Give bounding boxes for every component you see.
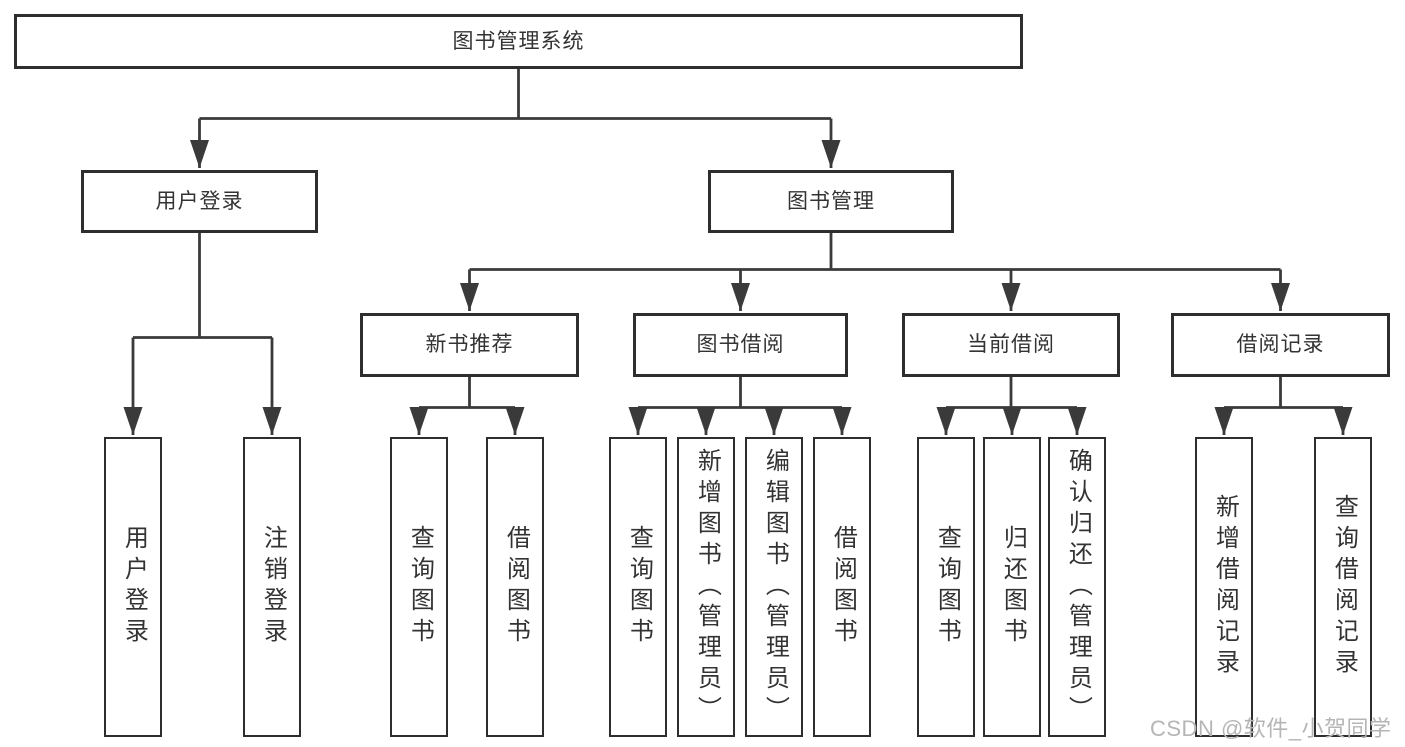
leaf-edit-books-admin: 编辑图书（管理员） — [745, 437, 803, 737]
leaf-logout: 注销登录 — [243, 437, 301, 737]
node-user-login: 用户登录 — [81, 170, 318, 233]
node-library-management-system: 图书管理系统 — [14, 14, 1023, 69]
leaf-borrowing-query-books: 查询图书 — [609, 437, 667, 737]
leaf-borrow-books: 借阅图书 — [813, 437, 871, 737]
node-borrowing-records: 借阅记录 — [1171, 313, 1390, 377]
leaf-recommend-borrow-books: 借阅图书 — [486, 437, 544, 737]
node-new-book-recommend: 新书推荐 — [360, 313, 579, 377]
node-current-borrowing: 当前借阅 — [902, 313, 1120, 377]
leaf-current-query-books: 查询图书 — [917, 437, 975, 737]
leaf-return-books: 归还图书 — [983, 437, 1041, 737]
leaf-confirm-return-admin: 确认归还（管理员） — [1048, 437, 1106, 737]
leaf-recommend-query-books: 查询图书 — [390, 437, 448, 737]
csdn-watermark: CSDN @软件_小贺同学 — [1150, 716, 1392, 741]
leaf-add-books-admin: 新增图书（管理员） — [677, 437, 735, 737]
node-book-borrowing: 图书借阅 — [633, 313, 848, 377]
leaf-query-borrow-record: 查询借阅记录 — [1314, 437, 1372, 737]
leaf-user-login: 用户登录 — [104, 437, 162, 737]
node-book-management: 图书管理 — [708, 170, 954, 233]
leaf-add-borrow-record: 新增借阅记录 — [1195, 437, 1253, 737]
